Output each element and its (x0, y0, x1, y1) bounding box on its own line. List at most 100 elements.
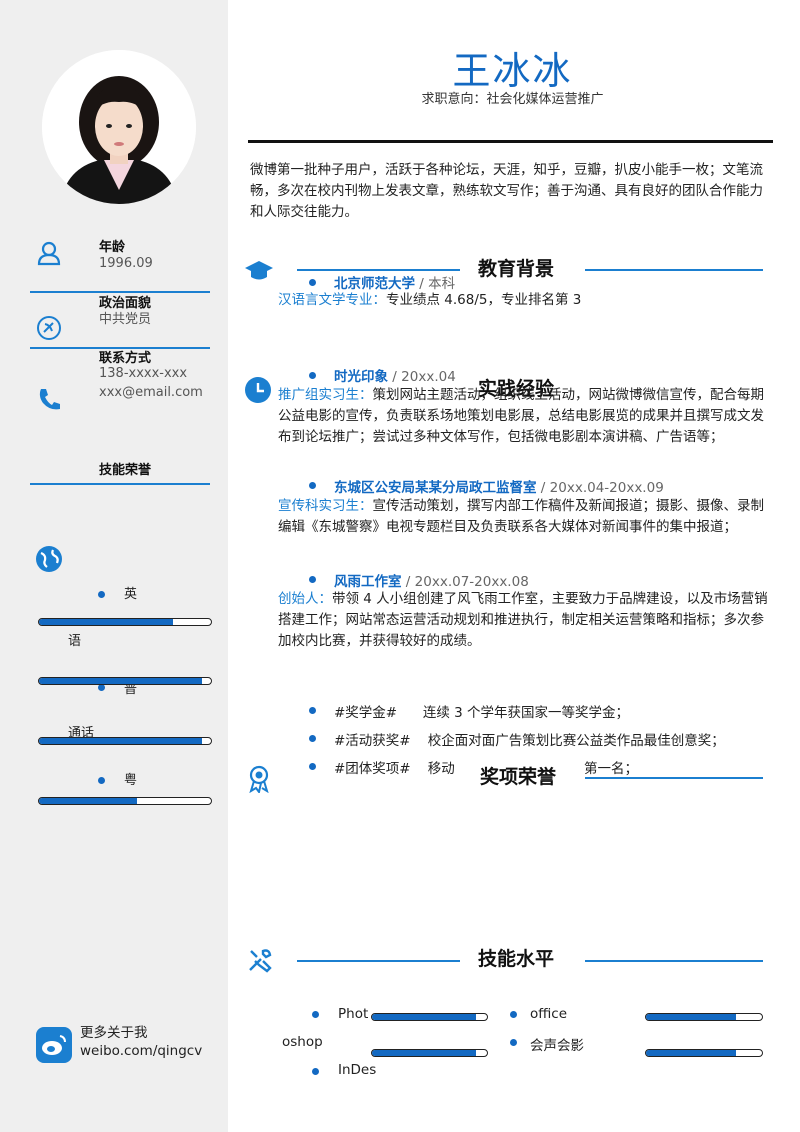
skill-level-fill (372, 1014, 476, 1020)
role: 推广组实习生： (278, 387, 373, 403)
language-label: 粤 (124, 773, 138, 788)
organization: 东城区公安局某某分局政工监督室 (334, 480, 537, 496)
bullet (309, 735, 316, 742)
bullet (309, 576, 316, 583)
language-level-fill (39, 798, 138, 804)
skill-label: 会声会影 (530, 1038, 584, 1054)
gpa-rank: 专业绩点 4.68/5，专业排名第 3 (386, 292, 582, 308)
description: 带领 4 人小组创建了风飞雨工作室，主要致力于品牌建设，以及市场营销搭建工作；网… (278, 591, 768, 649)
job-intent: 求职意向：社会化媒体运营推广 (250, 88, 775, 107)
bullet (510, 1011, 517, 1018)
award-ribbon-icon (247, 765, 271, 797)
bullet (309, 482, 316, 489)
skill-level-bar (645, 1049, 763, 1057)
experience-entry-head: 风雨工作室 / 20xx.07-20xx.08 (334, 570, 529, 590)
globe-icon (35, 545, 63, 577)
section-title-experience: 实践经验 (478, 378, 555, 400)
language-level-bar (38, 677, 212, 685)
award-text: 校企面对面广告策划比赛公益类作品最佳创意奖； (427, 733, 725, 749)
skill-label: Phot (338, 1006, 369, 1022)
skill-level-fill (646, 1050, 737, 1056)
separator: / (419, 276, 424, 292)
skill-level-bar (645, 1013, 763, 1021)
language-level-bar (38, 618, 212, 626)
bullet (312, 1068, 319, 1075)
experience-entry-body: 宣传科实习生：宣传活动策划，撰写内部工作稿件及新闻报道；摄影、摄像、录制编辑《东… (278, 496, 773, 538)
graduation-cap-icon (244, 259, 274, 287)
bullet (98, 591, 105, 598)
divider (30, 347, 210, 349)
self-introduction: 微博第一批种子用户，活跃于各种论坛，天涯，知乎，豆瓣，扒皮小能手一枚；文笔流畅，… (250, 162, 763, 220)
organization: 时光印象 (334, 369, 388, 385)
separator: / (392, 369, 397, 385)
skill-level-fill (646, 1014, 737, 1020)
email-address[interactable]: xxx@email.com (99, 385, 203, 400)
award-text: 连续 3 个学年获国家一等奖学金； (422, 705, 630, 721)
language-label: 英 (124, 587, 138, 602)
skill-label: InDes (338, 1062, 377, 1076)
experience-entry-head: 时光印象 / 20xx.04 (334, 365, 456, 385)
skill-label: office (530, 1006, 568, 1022)
award-tag: #奖学金# (334, 705, 398, 721)
award-item: #活动获奖# 校企面对面广告策划比赛公益类作品最佳创意奖； (334, 729, 725, 749)
award-text-tail: 第一名； (584, 761, 638, 777)
role: 创始人： (278, 591, 332, 607)
award-tag: #团体奖项# (334, 761, 411, 777)
education-entry: 北京师范大学 / 本科 (334, 272, 455, 292)
bullet (98, 684, 105, 691)
skill-level-bar (371, 1013, 488, 1021)
language-level-fill (39, 678, 203, 684)
award-text: 移动 (427, 761, 455, 777)
tools-icon (247, 947, 273, 977)
date-range: 20xx.04-20xx.09 (549, 480, 664, 496)
clock-icon (244, 376, 272, 408)
weibo-icon[interactable] (36, 1027, 72, 1067)
organization: 风雨工作室 (334, 574, 402, 590)
school-name: 北京师范大学 (334, 276, 415, 292)
section-line (297, 960, 460, 962)
divider (30, 291, 210, 293)
weibo-link[interactable]: weibo.com/qingcv (80, 1043, 203, 1059)
language-level-bar (38, 737, 212, 745)
separator: / (540, 480, 546, 496)
experience-entry-body: 推广组实习生：策划网站主题活动，组织线上活动，网站微博微信宣传，配合每期公益电影… (278, 385, 773, 448)
role: 宣传科实习生： (278, 498, 373, 514)
bullet (309, 707, 316, 714)
section-title-education: 教育背景 (478, 258, 555, 280)
political-label: 政治面貌 (99, 296, 152, 311)
language-level-fill (39, 738, 203, 744)
award-item: #团体奖项# 移动 (334, 757, 455, 777)
bullet (309, 763, 316, 770)
separator: / (405, 574, 411, 590)
contact-label: 联系方式 (99, 351, 152, 366)
bullet (510, 1039, 517, 1046)
award-tag: #活动获奖# (334, 733, 411, 749)
section-line (585, 269, 763, 271)
phone-icon (36, 386, 62, 416)
bullet (309, 372, 316, 379)
skill-label-cont: oshop (282, 1034, 323, 1050)
date-range: 20xx.07-20xx.08 (414, 574, 529, 590)
phone-number[interactable]: 138-xxxx-xxx (99, 366, 188, 381)
award-item: #奖学金# 连续 3 个学年获国家一等奖学金； (334, 701, 629, 721)
candidate-name: 王冰冰 (452, 49, 573, 93)
education-detail: 汉语言文学专业：专业绩点 4.68/5，专业排名第 3 (278, 290, 773, 311)
description: 策划网站主题活动，组织线上活动，网站微博微信宣传，配合每期公益电影的宣传，负责联… (278, 387, 764, 445)
language-label-cont: 语 (68, 634, 82, 649)
section-line (585, 960, 763, 962)
description: 宣传活动策划，撰写内部工作稿件及新闻报道；摄影、摄像、录制编辑《东城警察》电视专… (278, 498, 764, 535)
section-title-skills: 技能水平 (478, 948, 555, 970)
job-intent-value: 社会化媒体运营推广 (486, 92, 604, 107)
skill-level-fill (372, 1050, 476, 1056)
section-title-awards: 奖项荣誉 (478, 762, 559, 789)
language-label: 普 (124, 682, 138, 697)
bullet (309, 279, 316, 286)
section-line (297, 269, 460, 271)
experience-entry-head: 东城区公安局某某分局政工监督室 / 20xx.04-20xx.09 (334, 476, 664, 496)
skills-honors-title: 技能荣誉 (99, 463, 152, 478)
skill-level-bar (371, 1049, 488, 1057)
language-level-fill (39, 619, 174, 625)
major: 汉语言文学专业： (278, 292, 386, 308)
divider (30, 483, 210, 485)
job-intent-label: 求职意向： (421, 92, 487, 107)
